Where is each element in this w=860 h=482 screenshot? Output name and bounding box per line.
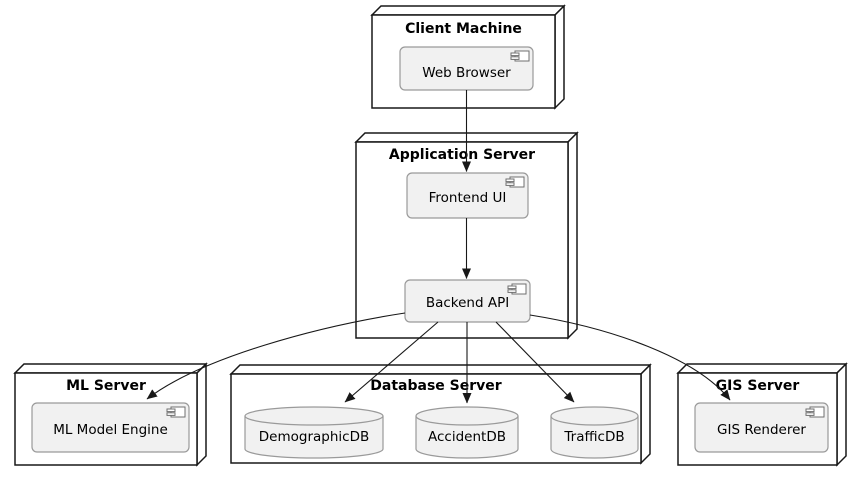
node-top-face bbox=[676, 363, 848, 374]
component-label-ml-model-engine: ML Model Engine bbox=[53, 422, 168, 438]
node-top-face bbox=[229, 364, 652, 375]
component-icon bbox=[507, 283, 527, 295]
database-top bbox=[415, 406, 519, 426]
database-body bbox=[550, 416, 639, 459]
node-right-face bbox=[640, 363, 651, 465]
component-backend-api: Backend API bbox=[404, 279, 531, 323]
node-right-face bbox=[196, 362, 207, 467]
node-client-machine: Client Machine Web Browser bbox=[370, 4, 566, 110]
edge-backend-api-to-demographicdb bbox=[344, 321, 439, 403]
node-application-server: Application Server Frontend UI Backend A… bbox=[354, 131, 579, 340]
component-box bbox=[31, 402, 190, 453]
database-body bbox=[244, 416, 384, 459]
component-label-frontend-ui: Frontend UI bbox=[429, 190, 507, 206]
database-top bbox=[244, 406, 384, 426]
node-right-face bbox=[554, 4, 565, 110]
node-title-ml-server: ML Server bbox=[66, 378, 146, 394]
component-icon bbox=[166, 406, 186, 418]
database-label-demographicdb: DemographicDB bbox=[259, 429, 369, 445]
node-gis-server: GIS Server GIS Renderer bbox=[676, 362, 848, 467]
database-demographicdb: DemographicDB bbox=[244, 406, 384, 459]
node-title-database-server: Database Server bbox=[370, 378, 501, 394]
component-box bbox=[694, 402, 829, 453]
node-title-gis-server: GIS Server bbox=[716, 378, 800, 394]
database-label-accidentdb: AccidentDB bbox=[428, 429, 506, 445]
component-gis-renderer: GIS Renderer bbox=[694, 402, 829, 453]
edge-backend-api-to-gis-renderer bbox=[529, 314, 731, 401]
node-database-server: Database Server DemographicDB AccidentDB… bbox=[229, 363, 652, 465]
component-frontend-ui: Frontend UI bbox=[406, 172, 529, 219]
edge-backend-api-to-trafficdb bbox=[495, 321, 575, 403]
component-box bbox=[406, 172, 529, 219]
component-web-browser: Web Browser bbox=[399, 46, 534, 91]
component-icon bbox=[510, 50, 530, 62]
database-body bbox=[415, 416, 519, 459]
component-label-web-browser: Web Browser bbox=[422, 65, 511, 81]
component-label-backend-api: Backend API bbox=[426, 295, 509, 311]
component-ml-model-engine: ML Model Engine bbox=[31, 402, 190, 453]
component-icon bbox=[505, 176, 525, 188]
database-top bbox=[550, 406, 639, 426]
node-right-face bbox=[836, 362, 847, 467]
node-title-client-machine: Client Machine bbox=[405, 21, 522, 37]
component-icon bbox=[805, 406, 825, 418]
node-top-face bbox=[370, 5, 566, 16]
node-title-application-server: Application Server bbox=[389, 147, 535, 163]
node-right-face bbox=[567, 131, 578, 340]
edge-backend-api-to-ml-model-engine bbox=[146, 312, 406, 400]
node-ml-server: ML Server ML Model Engine bbox=[13, 362, 208, 467]
database-trafficdb: TrafficDB bbox=[550, 406, 639, 459]
database-accidentdb: AccidentDB bbox=[415, 406, 519, 459]
node-top-face bbox=[13, 363, 208, 374]
component-label-gis-renderer: GIS Renderer bbox=[717, 422, 806, 438]
database-label-trafficdb: TrafficDB bbox=[563, 429, 624, 445]
